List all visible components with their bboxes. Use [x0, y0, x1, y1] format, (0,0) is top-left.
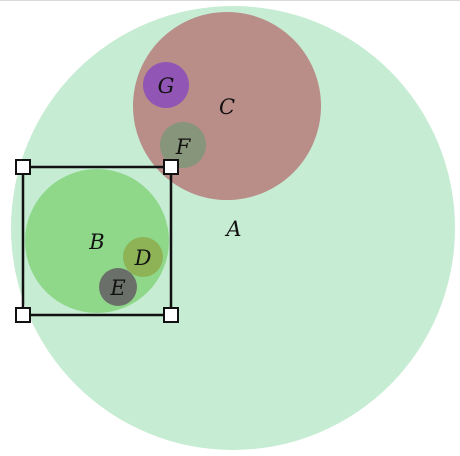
resize-handle-bottom-left[interactable] [15, 307, 31, 323]
circle-d[interactable] [123, 237, 163, 277]
label-c: C [219, 95, 235, 119]
label-g: G [158, 74, 175, 98]
circle-e[interactable] [99, 268, 137, 306]
circle-f[interactable] [160, 122, 206, 168]
selection-box[interactable] [15, 159, 179, 323]
circle-a[interactable] [11, 6, 455, 450]
label-f: F [175, 135, 192, 159]
selection-rect[interactable] [21, 165, 173, 317]
resize-handle-bottom-right[interactable] [163, 307, 179, 323]
labels-layer: A C B G F DE [88, 74, 241, 300]
resize-handle-top-left[interactable] [15, 159, 31, 175]
label-a: A [224, 217, 241, 241]
top-border [0, 0, 460, 1]
label-b: B [88, 230, 104, 254]
circle-g[interactable] [143, 62, 189, 108]
resize-handle-top-right[interactable] [163, 159, 179, 175]
circles-layer [11, 6, 455, 450]
label-e: E [109, 276, 125, 300]
label-d: D [134, 246, 152, 270]
